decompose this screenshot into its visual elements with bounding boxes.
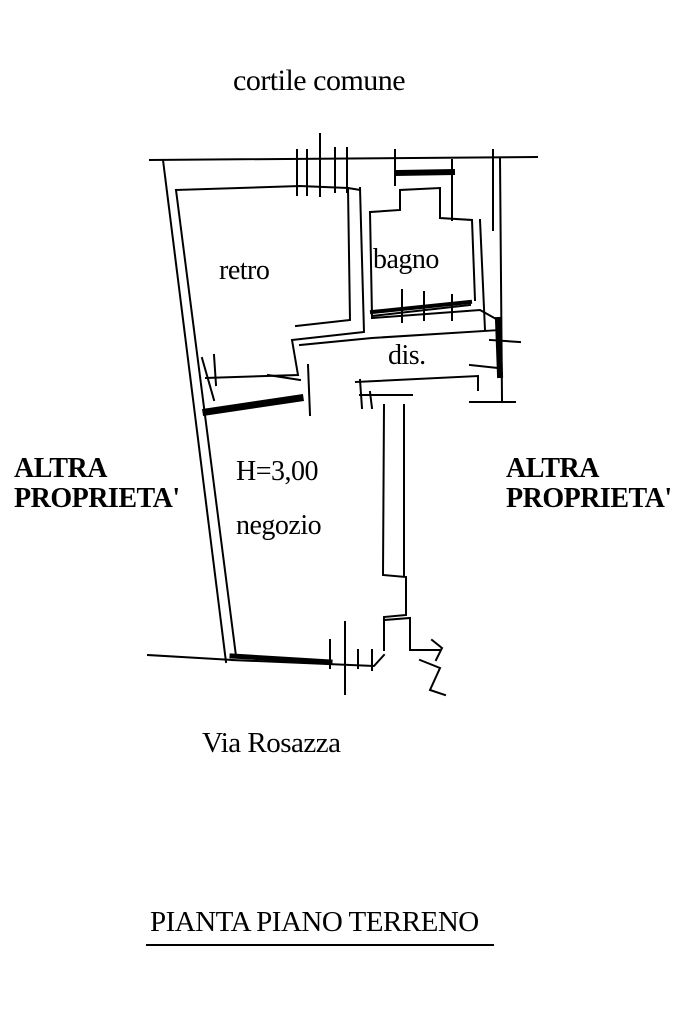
front-wall xyxy=(230,653,386,668)
room-label-negozio: negozio xyxy=(236,510,322,541)
street-label: Via Rosazza xyxy=(202,727,341,759)
retro-top-wall xyxy=(174,184,362,192)
bagno-top-wall xyxy=(368,186,477,302)
right-wall-inner xyxy=(478,218,487,332)
break-symbol-top xyxy=(430,638,444,662)
right-neighbor-label: ALTRA PROPRIETA' xyxy=(506,454,672,514)
left-neighbor-line-1: ALTRA xyxy=(14,453,107,484)
plan-title: PIANTA PIANO TERRENO xyxy=(150,906,479,938)
dis-bottom-wall xyxy=(354,374,479,391)
bagno-window xyxy=(394,168,456,177)
break-symbol xyxy=(418,658,447,697)
bagno-partition-thick xyxy=(369,299,473,315)
right-wall-thick xyxy=(494,316,504,379)
front-door xyxy=(229,653,333,665)
courtyard-label: cortile comune xyxy=(233,64,406,97)
left-neighbor-line-2: PROPRIETA' xyxy=(14,483,180,514)
negozio-right-notch xyxy=(382,616,441,651)
right-neighbor-line-1: ALTRA xyxy=(506,453,599,484)
room-label-dis: dis. xyxy=(388,340,426,371)
room-label-retro: retro xyxy=(219,255,270,286)
passage-left-wall xyxy=(381,403,407,651)
retro-window xyxy=(202,394,304,416)
right-neighbor-line-2: PROPRIETA' xyxy=(506,483,672,514)
dis-lower-wall xyxy=(298,328,502,347)
room-label-bagno: bagno xyxy=(373,244,439,275)
bottom-reference-line xyxy=(146,653,234,662)
dis-upper-wall xyxy=(370,308,500,322)
ceiling-height-label: H=3,00 xyxy=(236,456,319,487)
retro-right-wall-inner xyxy=(294,186,352,328)
retro-right-wall xyxy=(204,186,366,380)
bagno-wall xyxy=(368,210,472,318)
left-wall-inner xyxy=(174,188,238,658)
top-reference-line xyxy=(148,155,539,162)
left-neighbor-label: ALTRA PROPRIETA' xyxy=(14,454,180,514)
title-underline xyxy=(146,944,494,946)
left-wall-outer xyxy=(161,158,228,664)
